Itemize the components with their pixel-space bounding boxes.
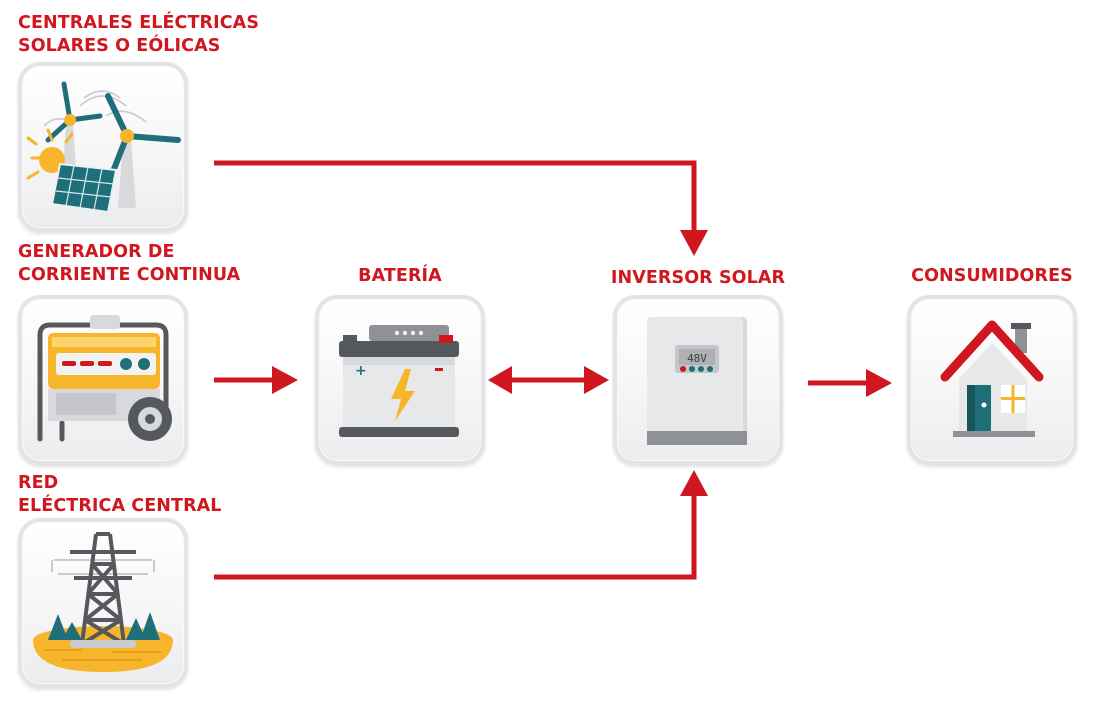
arrow-battery-inverter-bidirectional (488, 366, 609, 394)
solar-panel-icon (50, 162, 118, 214)
node-inverter: 48V (613, 295, 783, 465)
generator-icon (37, 315, 172, 442)
label-grid-line-1: RED (18, 473, 59, 493)
power-tower-icon (33, 532, 173, 672)
node-grid (18, 518, 188, 688)
label-dc-generator-line-2: CORRIENTE CONTINUA (18, 265, 241, 285)
label-battery: BATERÍA (358, 266, 442, 286)
wind-solar-icon (26, 81, 181, 214)
label-dc-generator: GENERADOR DE CORRIENTE CONTINUA (18, 241, 240, 287)
inverter-display-text: 48V (687, 352, 707, 365)
arrow-generator-to-battery (214, 366, 298, 394)
node-battery: + (315, 295, 485, 465)
label-inverter: INVERSOR SOLAR (610, 268, 786, 288)
node-consumers (907, 295, 1077, 465)
label-grid: RED ELÉCTRICA CENTRAL (18, 472, 222, 518)
svg-text:+: + (355, 363, 367, 379)
label-renewables: CENTRALES ELÉCTRICAS SOLARES O EÓLICAS (18, 12, 259, 58)
arrow-renewables-to-inverter (214, 160, 708, 256)
arrow-inverter-to-consumers (808, 369, 892, 397)
label-consumers: CONSUMIDORES (911, 266, 1073, 286)
inverter-icon: 48V (647, 317, 747, 445)
lightning-icon (391, 369, 415, 421)
label-renewables-line-2: SOLARES O EÓLICAS (18, 36, 221, 56)
label-dc-generator-line-1: GENERADOR DE (18, 242, 175, 262)
arrow-grid-to-inverter (214, 470, 708, 580)
sun-icon (26, 128, 74, 180)
house-icon (940, 320, 1044, 437)
wheel-icon (128, 397, 172, 441)
label-grid-line-2: ELÉCTRICA CENTRAL (18, 496, 222, 516)
label-renewables-line-1: CENTRALES ELÉCTRICAS (18, 13, 260, 33)
node-renewables (18, 62, 188, 232)
node-dc-generator (18, 295, 188, 465)
battery-icon: + (339, 325, 459, 437)
